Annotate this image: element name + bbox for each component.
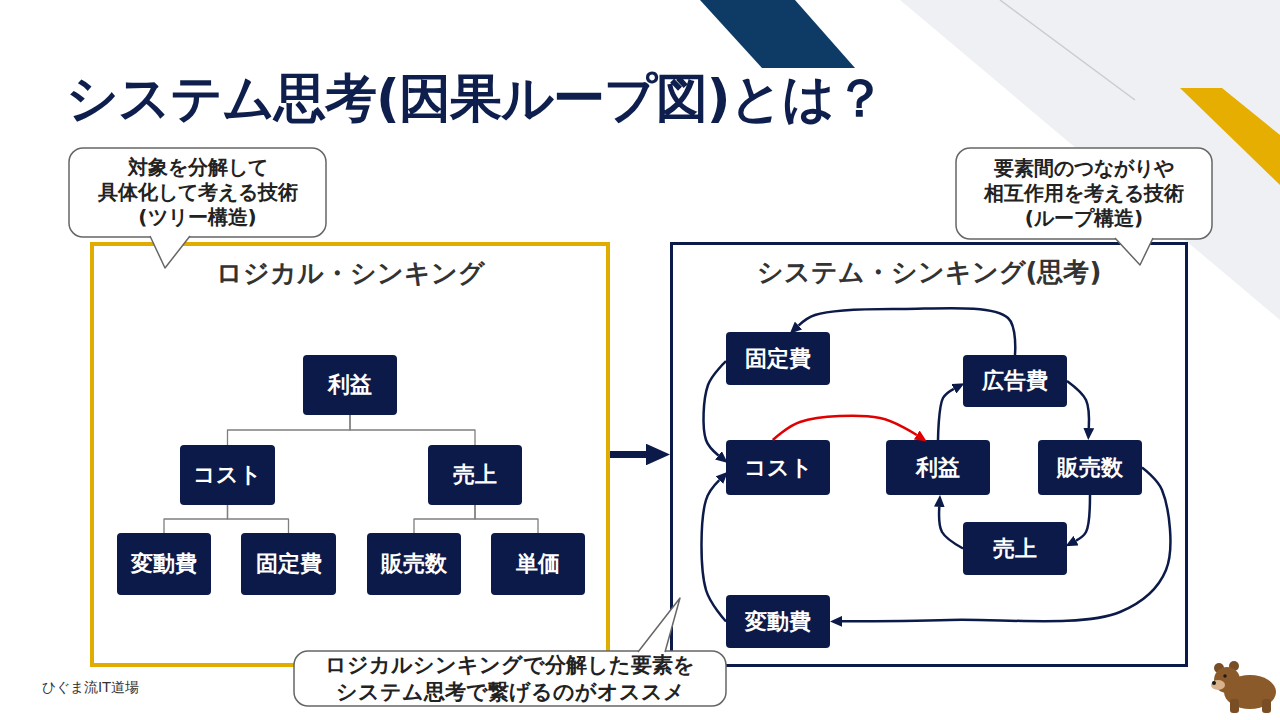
callout-body — [956, 148, 1212, 239]
panel-frame: ロジカル・シンキング利益コスト売上変動費固定費販売数単価 — [90, 242, 610, 667]
process-box: 利益 — [303, 355, 397, 415]
causal-arrow — [610, 451, 646, 458]
causal-arrow — [704, 361, 726, 455]
callout-text: 対象を分解して 具体化して考える技術 (ツリー構造) — [78, 155, 317, 230]
box-label: 利益 — [916, 453, 960, 483]
causal-arrow — [939, 507, 963, 549]
tree-line — [164, 505, 228, 533]
panel-frame: システム・シンキング(思考) 固定費広告費コスト 利益 販売数売上変動費 — [670, 242, 1188, 667]
callout-bubble: 対象を分解して 具体化して考える技術 (ツリー構造) — [68, 147, 327, 238]
slide-title: システム思考(因果ループ図)とは？ — [66, 64, 885, 134]
callout-body — [294, 651, 726, 706]
callout-bubble: ロジカルシンキングで分解した要素を システム思考で繋げるのがオススメ — [293, 650, 727, 707]
process-box: 固定費 — [241, 533, 336, 595]
watermark-label: ひぐま流IT道場 — [42, 679, 139, 697]
bear-leg — [1230, 699, 1239, 713]
tree-line — [228, 505, 289, 533]
process-box: 単価 — [491, 533, 585, 595]
process-box: コスト — [726, 440, 830, 495]
causal-arrow — [773, 416, 917, 440]
process-box: コスト — [180, 445, 275, 505]
box-label: 利益 — [328, 370, 372, 400]
bear-nose — [1212, 681, 1216, 685]
process-box: 販売数 — [1038, 440, 1142, 495]
box-label: 固定費 — [256, 549, 322, 579]
bear-eye — [1223, 674, 1226, 677]
causal-arrow — [1076, 495, 1090, 541]
process-box: 固定費 — [726, 332, 830, 385]
box-label: 販売数 — [381, 549, 447, 579]
box-label: 売上 — [453, 460, 497, 490]
callout-tail — [638, 598, 680, 652]
process-box: 変動費 — [726, 595, 830, 648]
causal-arrow — [799, 308, 1016, 355]
process-box: 売上 — [963, 522, 1067, 575]
causal-arrow — [938, 389, 954, 440]
process-box: 利益 — [886, 440, 990, 495]
tree-line — [350, 415, 475, 445]
box-label: コスト — [744, 453, 813, 483]
process-box: 売上 — [428, 445, 522, 505]
box-label: 広告費 — [982, 366, 1048, 396]
box-label: 販売数 — [1057, 453, 1123, 483]
navy-stripe — [700, 0, 855, 68]
callout-text: ロジカルシンキングで分解した要素を システム思考で繋げるのがオススメ — [303, 652, 717, 705]
callout-tail — [1115, 238, 1153, 265]
process-box: 変動費 — [117, 533, 211, 595]
panel-heading: システム・シンキング(思考) — [673, 255, 1185, 290]
tree-line — [475, 505, 538, 533]
box-label: 固定費 — [745, 344, 811, 374]
bear-mascot — [1210, 655, 1278, 715]
causal-arrow — [1067, 381, 1089, 428]
callout-bubble: 要素間のつながりや 相互作用を考える技術 (ループ構造) — [955, 147, 1213, 240]
causal-arrow — [702, 480, 726, 621]
tree-line — [414, 505, 475, 533]
tree-line — [228, 415, 351, 445]
process-box: 広告費 — [963, 355, 1067, 407]
bear-snout — [1211, 680, 1225, 690]
callout-tail — [150, 236, 190, 268]
callout-body — [69, 148, 326, 237]
process-box: 販売数 — [367, 533, 461, 595]
callout-text: 要素間のつながりや 相互作用を考える技術 (ループ構造) — [965, 156, 1203, 231]
box-label: 変動費 — [745, 607, 811, 637]
box-label: 売上 — [993, 534, 1037, 564]
box-label: 単価 — [516, 549, 560, 579]
box-label: コスト — [193, 460, 262, 490]
thin-stripe — [1000, 0, 1135, 100]
box-label: 変動費 — [131, 549, 197, 579]
bear-leg — [1262, 699, 1271, 713]
